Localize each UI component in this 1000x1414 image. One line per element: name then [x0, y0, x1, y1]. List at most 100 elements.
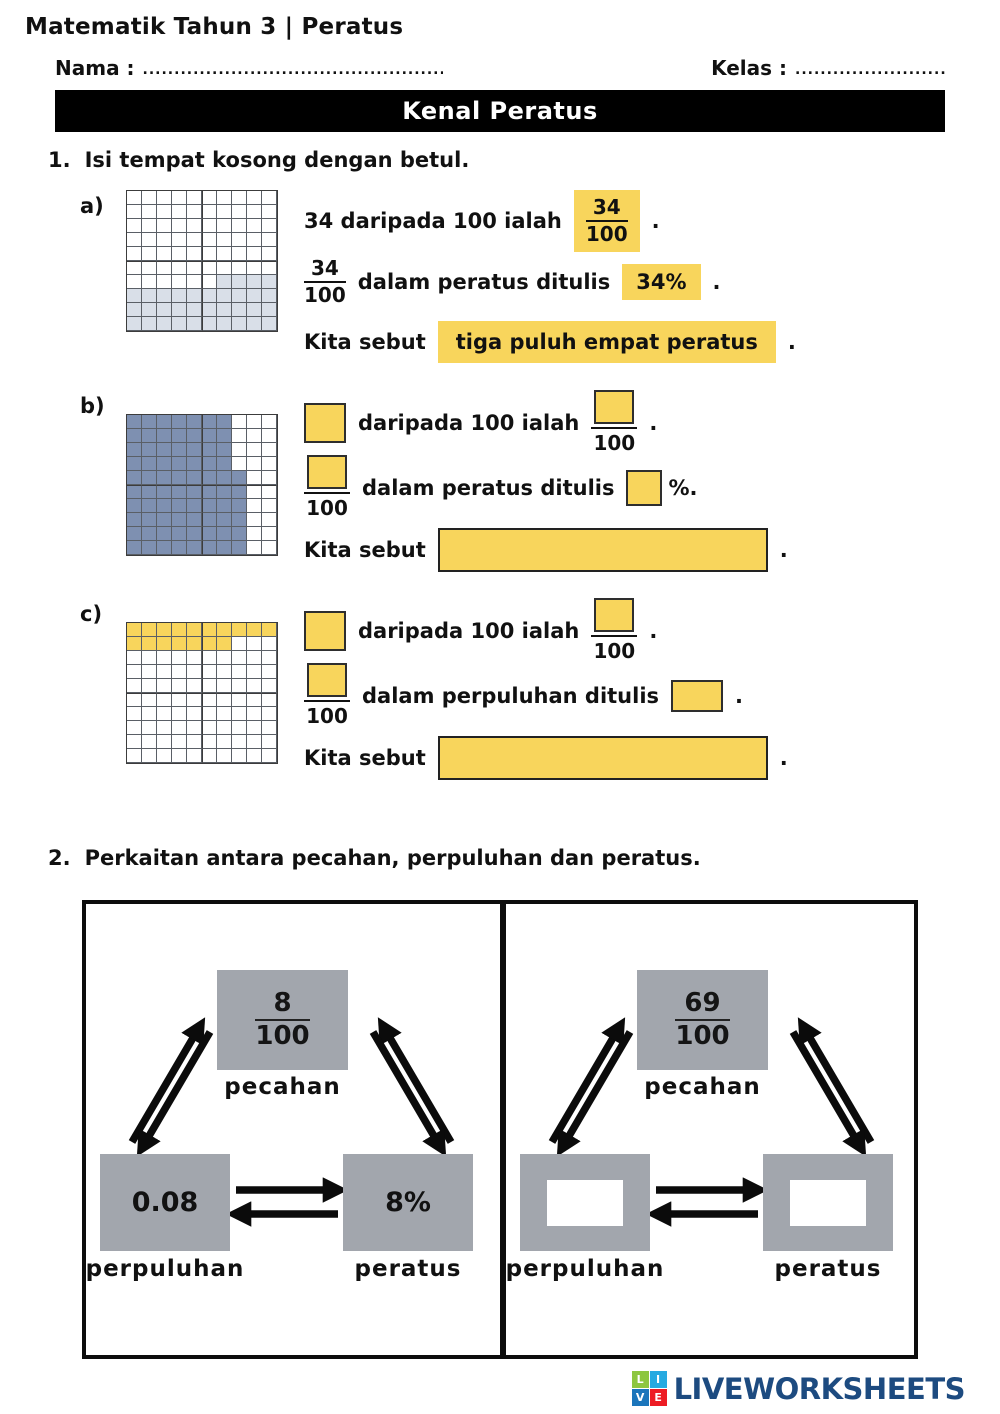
grid-cell	[217, 289, 232, 303]
fraction-bar	[675, 1019, 730, 1021]
grid-cell	[157, 735, 172, 749]
grid-cell	[247, 541, 262, 555]
nama-answer-line[interactable]: ........................................…	[142, 62, 443, 78]
grid-cell	[202, 499, 217, 513]
grid-cell	[127, 429, 142, 443]
grid-cell	[217, 541, 232, 555]
grid-cell	[262, 651, 277, 665]
kelas-answer-line[interactable]: ........................................…	[795, 62, 945, 78]
grid-cell	[217, 513, 232, 527]
nama-field: Nama : .................................…	[55, 56, 443, 80]
grid-cell	[217, 749, 232, 763]
grid-cell	[127, 471, 142, 485]
c-fraction-numerator-box[interactable]	[307, 663, 347, 697]
grid-cell	[127, 247, 142, 261]
grid-cell	[157, 303, 172, 317]
a-words-answer[interactable]: tiga puluh empat peratus	[437, 321, 776, 363]
grid-cell	[202, 289, 217, 303]
grid-cell	[202, 693, 217, 707]
grid-cell	[247, 443, 262, 457]
grid-cell	[247, 499, 262, 513]
grid-cell	[157, 707, 172, 721]
grid-cell	[217, 303, 232, 317]
grid-cell	[232, 429, 247, 443]
page-title: Matematik Tahun 3 | Peratus	[25, 14, 404, 40]
b-fraction-numerator-box[interactable]	[594, 390, 635, 424]
grid-cell	[217, 247, 232, 261]
grid-cell	[157, 665, 172, 679]
grid-cell	[142, 261, 157, 275]
q2-prompt: Perkaitan antara pecahan, perpuluhan dan…	[84, 846, 701, 870]
grid-cell	[172, 247, 187, 261]
period: .	[651, 209, 660, 233]
grid-cell	[172, 513, 187, 527]
part-b-label: b)	[80, 394, 105, 418]
fraction-numerator: 69	[684, 987, 721, 1018]
grid-cell	[172, 707, 187, 721]
grid-cell	[187, 415, 202, 429]
period: .	[735, 683, 744, 708]
c-words-answer-box[interactable]	[437, 736, 768, 780]
grid-cell	[202, 247, 217, 261]
pecahan-label: pecahan	[644, 1074, 761, 1100]
grid-cell	[172, 261, 187, 275]
q1-number: 1.	[48, 148, 71, 172]
grid-cell	[262, 707, 277, 721]
grid-cell	[187, 205, 202, 219]
grid-cell	[232, 457, 247, 471]
grid-cell	[172, 303, 187, 317]
grid-cell	[157, 247, 172, 261]
grid-cell	[157, 721, 172, 735]
grid-cell	[232, 233, 247, 247]
relationship-diagrams-box: 8 100 pecahan 0.08 perpuluhan 8% peratus	[82, 900, 918, 1359]
percent-answer-blank[interactable]	[790, 1179, 866, 1226]
grid-cell	[247, 693, 262, 707]
peratus-label: peratus	[774, 1256, 882, 1282]
grid-cell	[232, 513, 247, 527]
q1-part-c: c) daripada 100 ialah 100 . 100 dala	[80, 598, 1000, 788]
grid-cell	[202, 261, 217, 275]
a-percent-answer[interactable]: 34%	[622, 264, 701, 300]
grid-cell	[247, 219, 262, 233]
grid-cell	[187, 247, 202, 261]
grid-cell	[127, 233, 142, 247]
b-words-answer-box[interactable]	[437, 528, 768, 572]
grid-cell	[202, 457, 217, 471]
grid-cell	[127, 485, 142, 499]
grid-cell	[202, 219, 217, 233]
grid-cell	[247, 191, 262, 205]
grid-cell	[232, 275, 247, 289]
c-numerator-answer-box[interactable]	[304, 610, 346, 651]
grid-cell	[262, 317, 277, 331]
perpuluhan-label: perpuluhan	[85, 1256, 245, 1282]
grid-cell	[232, 651, 247, 665]
grid-cell	[157, 679, 172, 693]
c-fraction-answer: 100	[591, 598, 638, 663]
a-line-1: 34 daripada 100 ialah 34 100 .	[304, 190, 1000, 252]
grid-cell	[217, 665, 232, 679]
pecahan-label: pecahan	[224, 1074, 341, 1100]
b-percent-answer-box[interactable]	[626, 469, 663, 506]
grid-cell	[247, 749, 262, 763]
grid-cell	[187, 651, 202, 665]
grid-cell	[172, 735, 187, 749]
b-fraction-numerator-box[interactable]	[307, 455, 347, 489]
c-line-2: 100 dalam perpuluhan ditulis .	[304, 663, 1000, 728]
grid-cell	[127, 651, 142, 665]
grid-cell	[187, 707, 202, 721]
fraction-bar	[304, 281, 346, 283]
grid-cell	[247, 303, 262, 317]
c-decimal-answer-box[interactable]	[671, 679, 724, 712]
grid-cell	[262, 205, 277, 219]
grid-cell	[142, 317, 157, 331]
grid-cell	[232, 735, 247, 749]
b-numerator-answer-box[interactable]	[304, 402, 346, 443]
hundred-grid-a	[126, 190, 278, 332]
grid-cell	[127, 707, 142, 721]
decimal-value: 0.08	[131, 1187, 199, 1218]
decimal-answer-blank[interactable]	[547, 1179, 623, 1226]
a-fraction-answer[interactable]: 34 100	[573, 190, 640, 252]
c-fraction-numerator-box[interactable]	[594, 598, 635, 632]
grid-cell	[202, 665, 217, 679]
grid-cell	[142, 219, 157, 233]
